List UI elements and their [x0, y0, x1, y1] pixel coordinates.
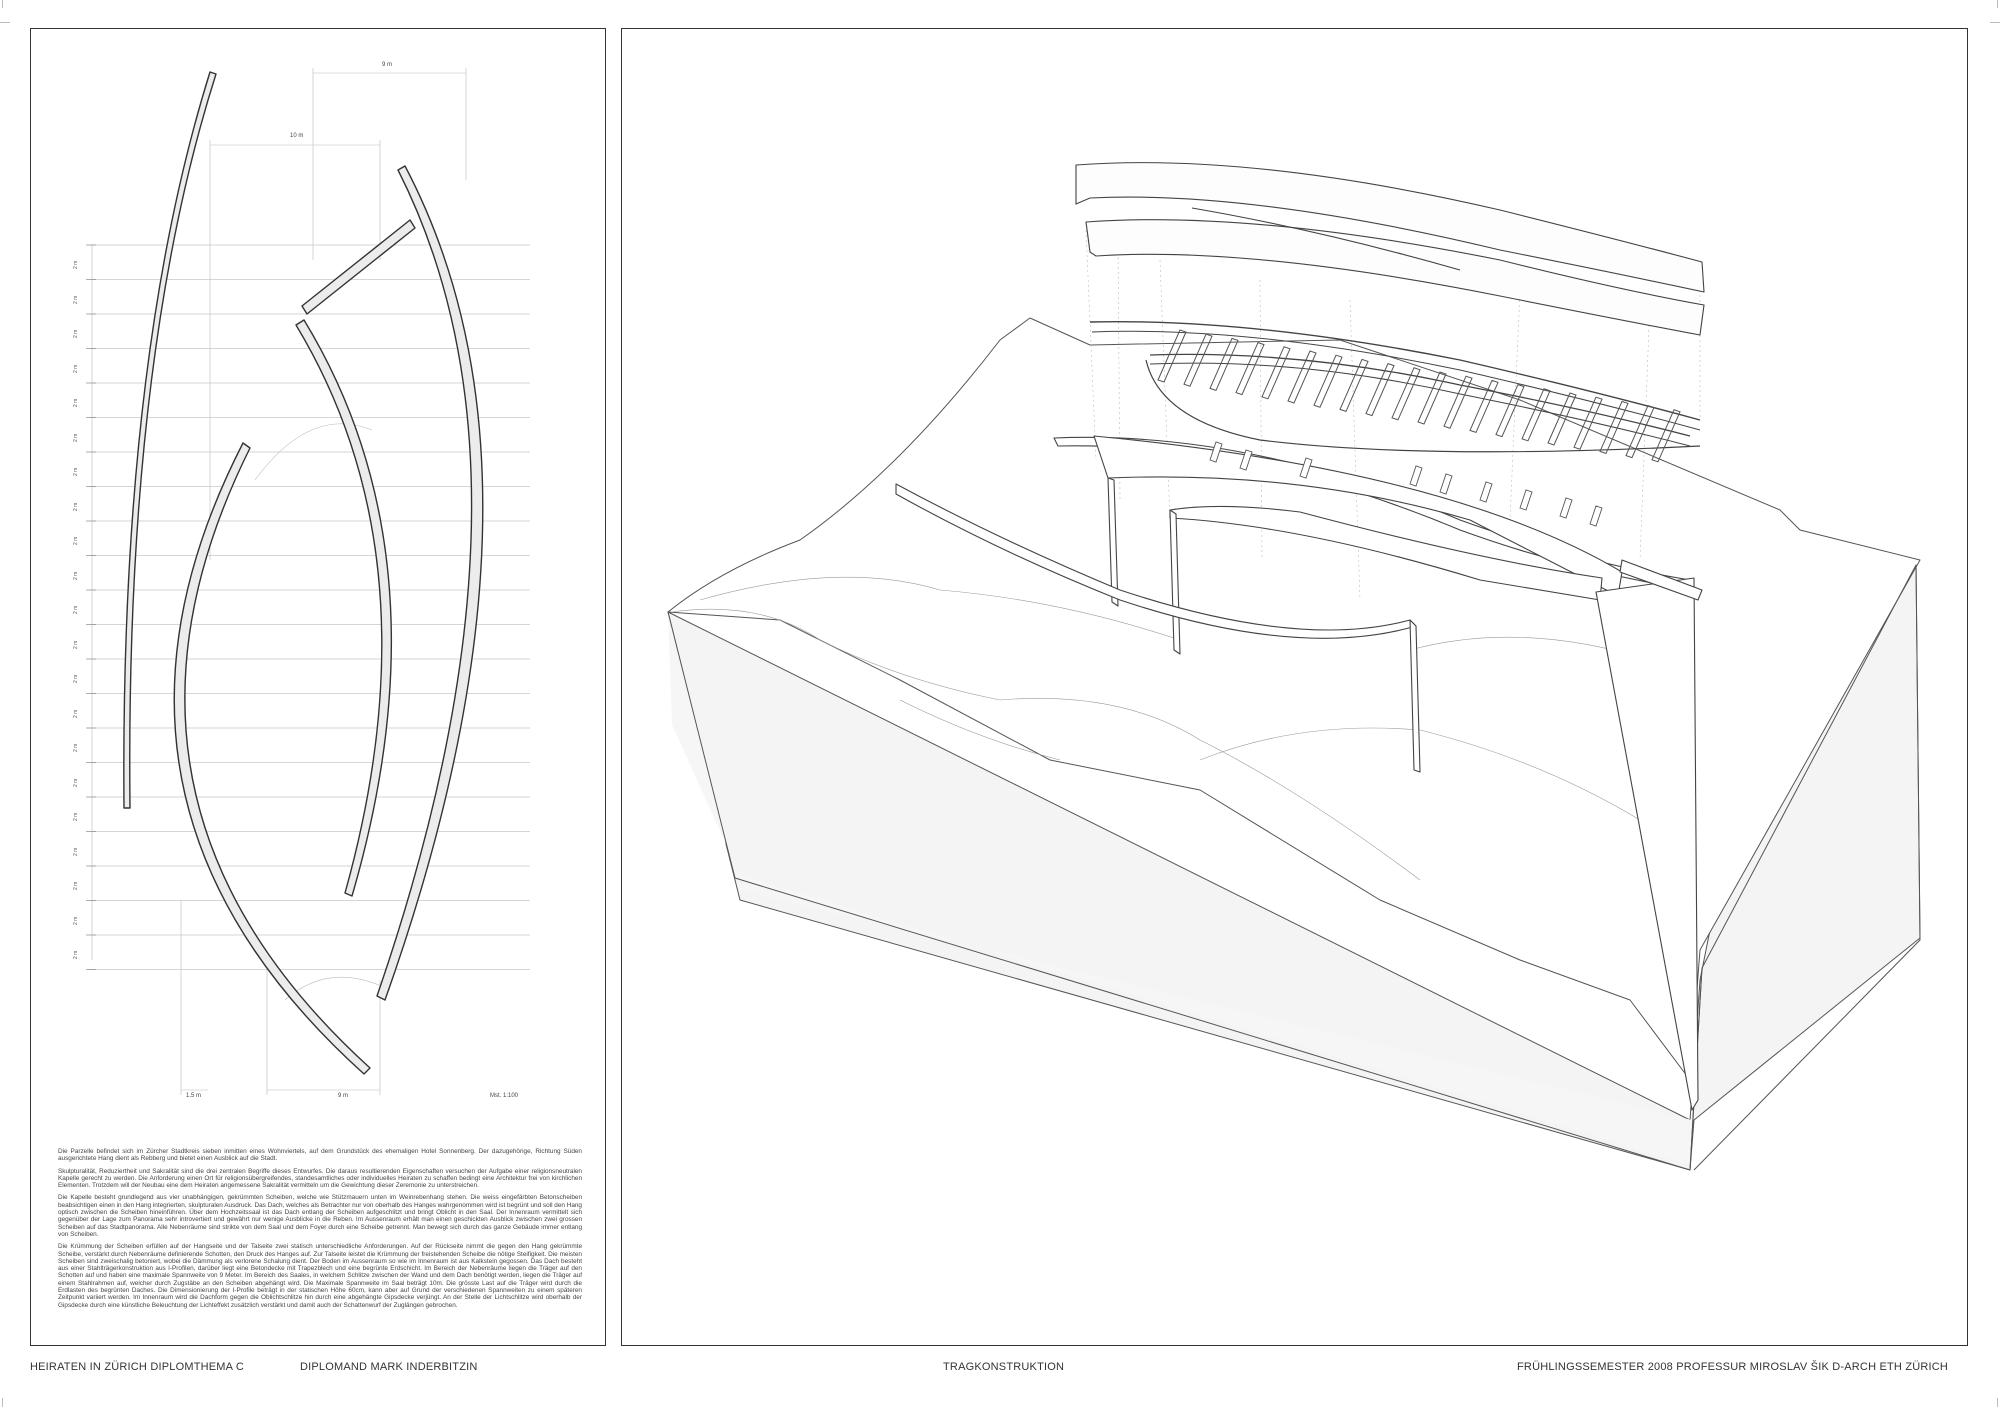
description-paragraph: Die Kapelle besteht grundlegend aus vier… [58, 1194, 582, 1238]
dimension-label: 10 m [290, 133, 304, 139]
wall-rib [1559, 497, 1573, 519]
axo-wall-front-face [1409, 619, 1421, 773]
wall-scheibe-5 [173, 442, 371, 1075]
roof-beam [1573, 396, 1603, 450]
description-paragraph: Die Parzelle befindet sich im Zürcher St… [58, 1148, 582, 1163]
wall-rib [1439, 473, 1453, 495]
wall-scheibe-3 [376, 165, 484, 1001]
axo-wall-mid-face [1169, 509, 1181, 655]
roof-beam [1521, 388, 1551, 442]
roof-beam [1339, 358, 1369, 413]
wall-scheibe-4 [295, 319, 393, 897]
description-paragraph: Skulpturalität, Reduziertheit und Sakral… [58, 1167, 582, 1190]
wall-rib [1299, 457, 1313, 479]
crop-mark [2, 0, 3, 8]
roof-beam [1365, 362, 1395, 417]
roof-beam [1625, 404, 1655, 459]
wall-scheibe-1 [123, 71, 217, 809]
roof-beam [1651, 409, 1681, 463]
crop-mark [1997, 1398, 1998, 1407]
terrain-block [667, 317, 1921, 1171]
crop-mark [1997, 0, 1998, 8]
wall-rib [1409, 465, 1423, 487]
roof-slab [1075, 162, 1705, 336]
wall-ribs [1209, 441, 1603, 527]
wall-rib [1589, 505, 1603, 527]
description-text: Die Parzelle befindet sich im Zürcher St… [58, 1148, 582, 1314]
plan-curved-walls [123, 71, 484, 1075]
wall-rib [1209, 441, 1223, 463]
footer-sheet-title: TRAGKONSTRUKTION [943, 1361, 1065, 1373]
roof-beam [1443, 375, 1473, 429]
crop-mark [0, 22, 10, 23]
dimension-label: 9 m [338, 1093, 349, 1099]
roof-beam [1495, 383, 1525, 438]
roof-beam [1183, 333, 1213, 387]
roof-beam [1287, 350, 1317, 404]
roof-beam [1391, 367, 1421, 421]
roof-beam [1599, 400, 1629, 455]
dimension-label: 1.5 m [186, 1093, 202, 1099]
footer-author: DIPLOMAND MARK INDERBITZIN [300, 1361, 478, 1373]
roof-beam [1417, 371, 1447, 425]
crop-mark [1990, 22, 2000, 23]
scale-label: Mst. 1:100 [490, 1093, 519, 1099]
roof-beam [1547, 392, 1577, 446]
roof-beam [1469, 379, 1499, 434]
wall-rib [1239, 449, 1253, 471]
axo-wall-inner-face [1107, 477, 1119, 607]
roof-beam [1209, 337, 1239, 392]
footer-credits: FRÜHLINGSSEMESTER 2008 PROFESSUR MIROSLA… [1517, 1361, 1949, 1373]
wall-rib [1479, 481, 1493, 503]
wall-scheibe-2 [301, 219, 416, 315]
roof-beam [1313, 354, 1343, 408]
roof-beam [1261, 346, 1291, 400]
floor-plan-drawing [86, 68, 530, 1095]
roof-beam [1157, 329, 1187, 383]
description-paragraph: Die Krümmung der Scheiben erfüllen auf d… [58, 1243, 582, 1309]
plan-dimension-lines [91, 68, 467, 1095]
wall-scheiben [895, 435, 1703, 1111]
roof-beam [1235, 341, 1265, 396]
axo-wall-mid [1169, 505, 1603, 601]
axo-wall-right [1619, 559, 1703, 601]
wall-rib [1519, 489, 1533, 511]
roof-beams [1157, 329, 1681, 463]
dimension-label: 9 m [382, 62, 393, 68]
crop-mark [2, 1398, 3, 1407]
footer-project: HEIRATEN IN ZÜRICH DIPLOMTHEMA C [30, 1361, 244, 1373]
